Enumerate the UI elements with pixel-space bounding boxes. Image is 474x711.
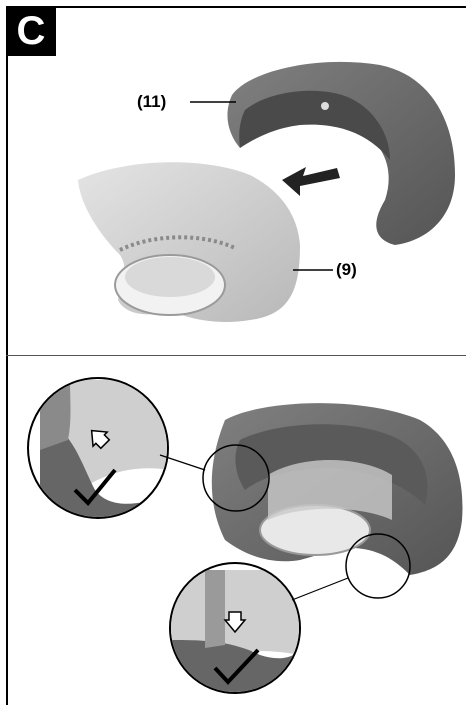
detail-circle-left [28, 378, 170, 520]
assembled-guard [212, 403, 463, 575]
detail-circle-bottom [170, 563, 300, 700]
zoom-line-bottom [292, 578, 348, 600]
arrow-icon [282, 167, 340, 196]
callout-9: (9) [336, 260, 357, 280]
callout-11: (11) [137, 92, 166, 112]
wheel-guard-9 [78, 162, 300, 322]
